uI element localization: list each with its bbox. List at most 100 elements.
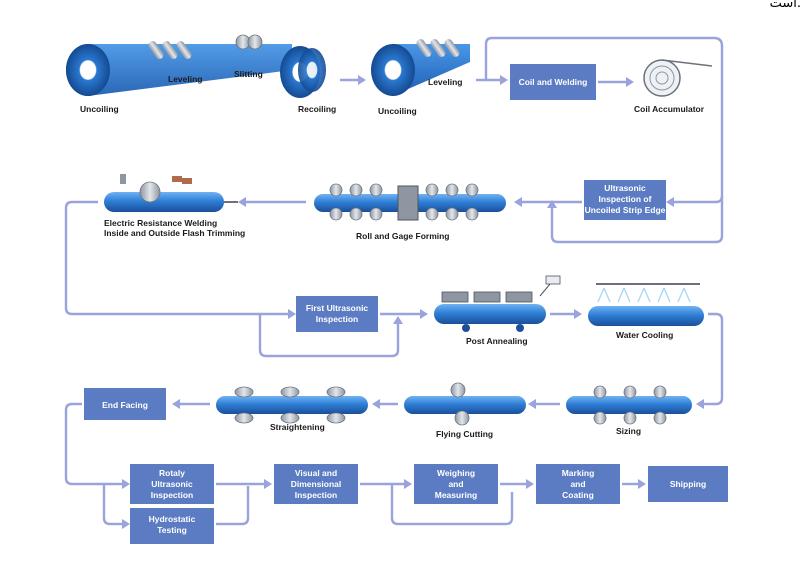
- annealing-coil-icon: [473, 291, 501, 303]
- post-annealing-group: Post Annealing: [434, 275, 561, 346]
- box-marking: Marking and Coating: [536, 464, 620, 504]
- welding-roller-icon: [139, 181, 161, 203]
- box-coil-welding-rect: [510, 64, 596, 100]
- flying-cutting-group: Flying Cutting: [404, 382, 526, 439]
- box-hydrostatic: Hydrostatic Testing: [130, 508, 214, 544]
- flow-line: [702, 312, 724, 406]
- box-weighing-rect: [414, 464, 498, 504]
- box-rotaly-ultrasonic-text-2: Ultrasonic: [151, 479, 193, 489]
- flow-arrow: [380, 309, 428, 319]
- flow-arrow: [172, 399, 210, 409]
- uncoiling-leveling-group-2: Uncoiling Leveling: [371, 39, 470, 116]
- flow-arrow: [622, 479, 646, 489]
- box-hydrostatic-rect: [130, 508, 214, 544]
- roll-gage-forming-group: Roll and Gage Forming: [314, 183, 506, 241]
- pipe-erw: [104, 192, 224, 212]
- box-ultrasonic-strip-text-3: Uncoiled Strip Edge: [585, 205, 666, 215]
- box-ultrasonic-strip-rect: [584, 180, 666, 220]
- label-water-cooling: Water Cooling: [616, 330, 673, 340]
- box-first-ultrasonic-text-2: Inspection: [316, 314, 359, 324]
- label-erw-line2: Inside and Outside Flash Trimming: [104, 228, 245, 238]
- pipe-straightening: [216, 396, 368, 414]
- box-visual-dimensional-rect: [274, 464, 358, 504]
- flow-line: [64, 200, 288, 316]
- box-marking-rect: [536, 464, 620, 504]
- label-erw-line1: Electric Resistance Welding: [104, 218, 217, 228]
- water-spray-icon: [597, 287, 691, 303]
- box-shipping: Shipping: [648, 466, 728, 502]
- box-visual-dimensional: Visual and Dimensional Inspection: [274, 464, 358, 504]
- flow-arrow: [500, 479, 534, 489]
- flow-arrow: [528, 399, 560, 409]
- flow-arrow: [598, 77, 634, 87]
- label-sizing: Sizing: [616, 426, 641, 436]
- box-ultrasonic-strip-text-2: Inspection of: [599, 194, 652, 204]
- box-coil-welding-text: Coil and Welding: [519, 77, 588, 87]
- straightening-rollers-icon: [234, 386, 346, 424]
- box-first-ultrasonic: First Ultrasonic Inspection: [296, 296, 378, 332]
- box-first-ultrasonic-rect: [296, 296, 378, 332]
- box-weighing-text-1: Weighing: [437, 468, 475, 478]
- flow-arrow: [360, 479, 412, 489]
- flow-arrow: [340, 75, 366, 85]
- steel-strip: [88, 44, 292, 96]
- flow-line: [64, 402, 122, 486]
- box-end-facing: End Facing: [84, 388, 166, 420]
- box-marking-text-2: and: [570, 479, 585, 489]
- label-uncoiling-2: Uncoiling: [378, 106, 417, 116]
- label-flying-cutting: Flying Cutting: [436, 429, 493, 439]
- label-post-annealing: Post Annealing: [466, 336, 528, 346]
- erw-group: Electric Resistance Welding Inside and O…: [104, 174, 245, 238]
- flow-arrow: [372, 399, 398, 409]
- leveling-rollers-2-icon: [416, 39, 460, 57]
- label-recoiling: Recoiling: [298, 104, 336, 114]
- corner-text: است.: [769, 0, 801, 11]
- box-marking-text-3: Coating: [562, 490, 594, 500]
- coil-uncoiling-icon: [66, 44, 110, 96]
- straightening-group: Straightening: [216, 386, 368, 432]
- forming-rollers-icon: [329, 183, 479, 221]
- box-shipping-text: Shipping: [670, 479, 706, 489]
- annealing-coil-icon: [441, 291, 469, 303]
- annealing-coil-icon: [505, 291, 533, 303]
- uncoiling-leveling-slitting-recoiling-group: Uncoiling Leveling Slitting Recoiling: [66, 34, 336, 114]
- sizing-group: Sizing: [566, 385, 692, 436]
- box-shipping-rect: [648, 466, 728, 502]
- label-leveling-1: Leveling: [168, 74, 202, 84]
- pipe-flying-cutting: [404, 396, 526, 414]
- coil-accumulator-group: Coil Accumulator: [634, 59, 713, 114]
- label-straightening: Straightening: [270, 422, 325, 432]
- box-hydrostatic-text-1: Hydrostatic: [149, 514, 196, 524]
- flow-line: [484, 36, 724, 204]
- flow-arrow: [238, 197, 306, 207]
- box-ultrasonic-strip: Ultrasonic Inspection of Uncoiled Strip …: [584, 180, 666, 220]
- flow-arrow: [514, 197, 582, 207]
- leveling-rollers-icon: [148, 41, 192, 59]
- flow-line: [550, 196, 724, 244]
- pipe-water-cooling: [588, 306, 704, 326]
- flow-line: [216, 486, 250, 526]
- flow-arrow: [476, 75, 508, 85]
- box-weighing-text-2: and: [448, 479, 463, 489]
- label-uncoiling-1: Uncoiling: [80, 104, 119, 114]
- slitting-rollers-icon: [235, 34, 263, 50]
- gage-block-icon: [397, 185, 419, 221]
- box-rotaly-ultrasonic-text-3: Inspection: [151, 490, 194, 500]
- box-first-ultrasonic-text-1: First Ultrasonic: [306, 303, 369, 313]
- flow-arrow: [550, 309, 582, 319]
- label-slitting: Slitting: [234, 69, 263, 79]
- label-coil-accumulator: Coil Accumulator: [634, 104, 705, 114]
- coil-accumulator-icon: [643, 59, 681, 97]
- box-rotaly-ultrasonic-text-1: Rotaly: [159, 468, 185, 478]
- box-ultrasonic-strip-text-1: Ultrasonic: [604, 183, 646, 193]
- flow-line: [390, 484, 514, 526]
- pipe-post-annealing: [434, 304, 546, 324]
- box-coil-welding: Coil and Welding: [510, 64, 596, 100]
- water-cooling-group: Water Cooling: [588, 283, 704, 340]
- flow-arrow: [216, 479, 272, 489]
- box-hydrostatic-text-2: Testing: [157, 525, 187, 535]
- saw-blade-icon: [450, 382, 466, 398]
- box-weighing-text-3: Measuring: [435, 490, 478, 500]
- coil-uncoiling-2-icon: [371, 44, 415, 96]
